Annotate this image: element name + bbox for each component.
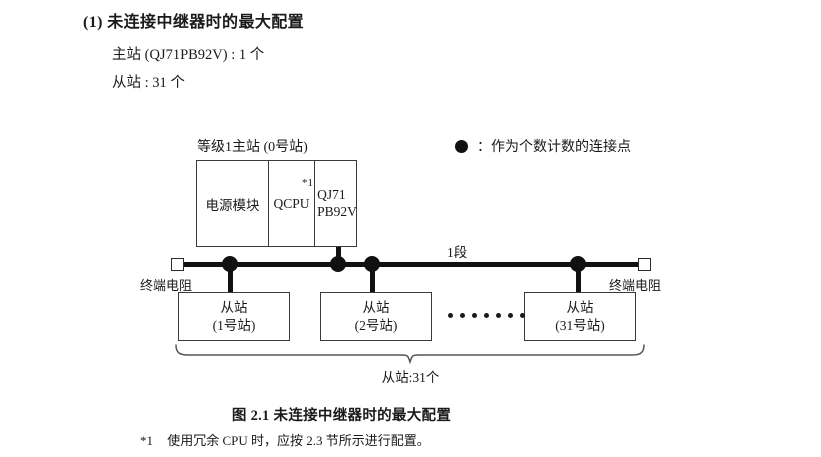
footnote-text: 使用冗余 CPU 时，应按 2.3 节所示进行配置。 <box>167 433 430 448</box>
qj71-label-line2: PB92V <box>317 203 357 219</box>
master-station-title: 等级1主站 (0号站) <box>197 140 308 155</box>
terminating-resistor-left-icon <box>171 258 184 271</box>
ellipsis-dot <box>472 313 477 318</box>
terminating-resistor-right-icon <box>638 258 651 271</box>
slave-1-label-line1: 从站 <box>220 300 248 316</box>
footnote-marker: *1 <box>302 177 313 189</box>
figure-caption: 图 2.1 未连接中继器时的最大配置 <box>231 408 452 424</box>
slave-station-spec: 从站 : 31 个 <box>112 75 185 91</box>
drop-line-slave-2 <box>370 264 375 294</box>
ellipsis-dot <box>496 313 501 318</box>
section-heading: (1) 未连接中继器时的最大配置 <box>83 14 305 31</box>
connection-dot-slave-1 <box>222 256 238 272</box>
legend: ： 作为个数计数的连接点 <box>455 136 631 156</box>
ellipsis-dot <box>448 313 453 318</box>
ellipsis-dot <box>508 313 513 318</box>
rack-cell-qcpu: QCPU *1 <box>269 161 315 246</box>
master-station-spec: 主站 (QJ71PB92V) : 1 个 <box>112 47 265 63</box>
connection-dot-master <box>330 256 346 272</box>
rack-cell-power-module: 电源模块 <box>197 161 269 246</box>
terminating-resistor-right-label: 终端电阻 <box>609 278 662 293</box>
footnote: *1 使用冗余 CPU 时，应按 2.3 节所示进行配置。 <box>140 430 430 449</box>
slave-1-label-line2: (1号站) <box>212 317 256 333</box>
slave-station-box-2: 从站 (2号站) <box>320 292 432 341</box>
filled-circle-icon <box>455 139 468 153</box>
qcpu-label: QCPU <box>273 195 310 211</box>
qj71-label-line1: QJ71 <box>317 186 346 202</box>
slave-31-label-line2: (31号站) <box>555 317 605 333</box>
slave-station-box-1: 从站 (1号站) <box>178 292 290 341</box>
slave-2-label-line1: 从站 <box>362 300 390 316</box>
slave-count-brace <box>170 344 650 365</box>
slave-2-label-line2: (2号站) <box>354 317 398 333</box>
master-station-rack: 电源模块 QCPU *1 QJ71 PB92V <box>196 160 357 247</box>
ellipsis-dot <box>520 313 525 318</box>
figure-caption-wrapper: 图 2.1 未连接中继器时的最大配置 <box>0 404 821 425</box>
connection-dot-slave-2 <box>364 256 380 272</box>
brace-icon <box>175 344 645 365</box>
legend-separator: ： <box>477 140 491 155</box>
slave-31-label-line1: 从站 <box>566 300 594 316</box>
terminating-resistor-left-label: 终端电阻 <box>140 278 193 293</box>
slave-station-box-31: 从站 (31号站) <box>524 292 636 341</box>
connection-dot-slave-31 <box>570 256 586 272</box>
brace-label-wrapper: 从站:31个 <box>0 366 821 386</box>
legend-label: 作为个数计数的连接点 <box>491 140 631 155</box>
ellipsis-dots <box>448 313 525 318</box>
slave-total-label: 从站:31个 <box>381 370 440 385</box>
ellipsis-dot <box>484 313 489 318</box>
drop-line-slave-1 <box>228 264 233 294</box>
footnote-mark: *1 <box>140 433 153 448</box>
ellipsis-dot <box>460 313 465 318</box>
bus-trunk-line <box>178 262 640 267</box>
segment-label: 1段 <box>447 245 468 260</box>
drop-line-slave-31 <box>576 264 581 294</box>
rack-cell-qj71pb92v: QJ71 PB92V <box>315 161 357 246</box>
